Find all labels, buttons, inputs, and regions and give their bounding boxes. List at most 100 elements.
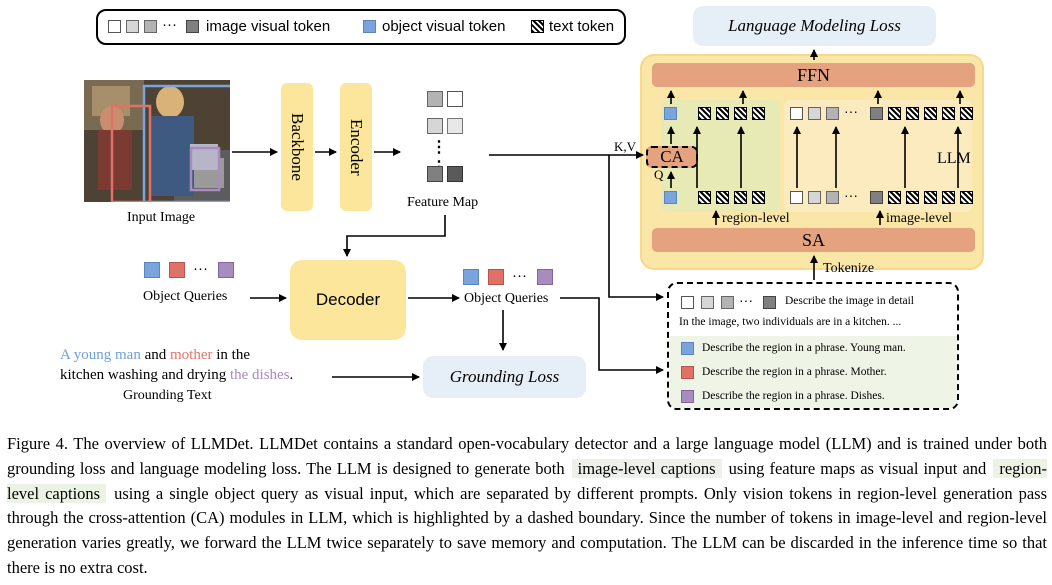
image-token bbox=[870, 107, 883, 120]
text-token bbox=[734, 191, 747, 204]
light-gray-token-swatch bbox=[126, 20, 139, 33]
input-image-label: Input Image bbox=[127, 210, 196, 225]
text-token bbox=[752, 107, 765, 120]
image-answer-text: In the image, two individuals are in a k… bbox=[679, 316, 902, 328]
text-token bbox=[906, 191, 919, 204]
decoder-block: Decoder bbox=[290, 260, 406, 340]
arrow-featuremap-to-prompts bbox=[608, 155, 664, 301]
tokenize-label: Tokenize bbox=[823, 261, 875, 276]
region-level-label: region-level bbox=[722, 211, 790, 226]
prompt-ellipsis: ··· bbox=[739, 292, 753, 308]
legend-ellipsis: ··· bbox=[162, 16, 177, 33]
grounding-text-fragment: kitchen washing and drying bbox=[60, 367, 230, 383]
legend: ··· image visual token object visual tok… bbox=[96, 9, 626, 45]
sa-block: SA bbox=[652, 228, 975, 252]
llm-output-token-row: ··· bbox=[664, 103, 974, 123]
query-ellipsis: ··· bbox=[512, 267, 527, 284]
grounding-phrase-mother: mother bbox=[170, 347, 213, 363]
kitchen-photo-illustration bbox=[84, 80, 230, 202]
feature-token bbox=[427, 91, 443, 107]
object-token bbox=[664, 191, 677, 204]
image-token bbox=[808, 191, 821, 204]
image-token bbox=[681, 296, 694, 309]
grounding-text-label: Grounding Text bbox=[123, 388, 212, 403]
grounding-loss-box: Grounding Loss bbox=[423, 356, 586, 398]
text-token bbox=[906, 107, 919, 120]
feature-map-label: Feature Map bbox=[407, 195, 479, 210]
token-ellipsis: ··· bbox=[844, 187, 858, 203]
caption-text: Figure 4. The overview of LLMDet. LLMDet… bbox=[7, 434, 1047, 478]
image-token bbox=[721, 296, 734, 309]
text-token bbox=[698, 191, 711, 204]
image-token bbox=[870, 191, 883, 204]
query-token bbox=[169, 262, 185, 278]
query-token bbox=[537, 269, 553, 285]
region-prompt-1: Describe the region in a phrase. Young m… bbox=[702, 342, 906, 354]
encoder-block: Encoder bbox=[340, 83, 372, 211]
figure-caption: Figure 4. The overview of LLMDet. LLMDet… bbox=[7, 432, 1047, 581]
token-ellipsis: ··· bbox=[844, 103, 858, 119]
feature-token bbox=[447, 166, 463, 182]
caption-highlight-image-level: image-level captions bbox=[571, 458, 722, 478]
feature-token bbox=[447, 118, 463, 134]
grounding-phrase-dishes: the dishes bbox=[229, 367, 290, 383]
arrow-queries-to-prompts bbox=[560, 297, 664, 374]
image-token bbox=[808, 107, 821, 120]
image-token bbox=[790, 191, 803, 204]
white-token-swatch bbox=[108, 20, 121, 33]
region-prompt-2: Describe the region in a phrase. Mother. bbox=[702, 366, 887, 378]
object-token bbox=[681, 366, 694, 379]
text-token bbox=[752, 191, 765, 204]
image-token bbox=[701, 296, 714, 309]
text-token bbox=[888, 107, 901, 120]
image-level-label: image-level bbox=[886, 211, 953, 226]
input-image bbox=[84, 80, 230, 202]
text-token bbox=[960, 191, 973, 204]
legend-text-token: text token bbox=[549, 18, 615, 35]
image-token bbox=[763, 296, 776, 309]
object-token bbox=[681, 342, 694, 355]
q-label: Q bbox=[654, 167, 664, 182]
language-modeling-loss-box: Language Modeling Loss bbox=[693, 6, 936, 46]
text-token bbox=[924, 191, 937, 204]
legend-object-visual-token: object visual token bbox=[382, 18, 506, 35]
caption-text: using a single object query as visual in… bbox=[7, 483, 1048, 577]
backbone-block: Backbone bbox=[281, 83, 313, 211]
object-queries-output: ··· bbox=[463, 267, 563, 287]
object-queries-input-label: Object Queries bbox=[143, 289, 228, 304]
query-token bbox=[463, 269, 479, 285]
object-token-swatch bbox=[363, 20, 376, 33]
kv-label: K,V bbox=[614, 139, 637, 154]
object-queries-output-label: Object Queries bbox=[464, 291, 549, 306]
grounding-text-fragment: . bbox=[289, 367, 294, 383]
image-token bbox=[790, 107, 803, 120]
grounding-text-fragment: in the bbox=[212, 347, 251, 363]
grounding-text: A young man and mother in the kitchen wa… bbox=[60, 345, 293, 385]
prompt-box: ··· Describe the image in detail In the … bbox=[667, 282, 959, 410]
query-token bbox=[144, 262, 160, 278]
text-token bbox=[698, 107, 711, 120]
text-token bbox=[942, 107, 955, 120]
text-token bbox=[942, 191, 955, 204]
legend-image-visual-token: image visual token bbox=[206, 18, 331, 35]
arrows-overlay bbox=[232, 49, 964, 381]
ffn-block: FFN bbox=[652, 63, 975, 87]
grounding-text-fragment: and bbox=[140, 347, 171, 363]
object-token bbox=[681, 390, 694, 403]
gray-token-swatch bbox=[144, 20, 157, 33]
image-token bbox=[826, 107, 839, 120]
feature-token bbox=[447, 91, 463, 107]
region-prompt-3: Describe the region in a phrase. Dishes. bbox=[702, 390, 885, 402]
query-ellipsis: ··· bbox=[193, 260, 208, 277]
query-token bbox=[488, 269, 504, 285]
text-token bbox=[888, 191, 901, 204]
image-token bbox=[826, 191, 839, 204]
text-token bbox=[924, 107, 937, 120]
caption-text: using feature maps as visual input and bbox=[728, 458, 987, 478]
region-prompt-panel bbox=[669, 336, 957, 408]
grounding-phrase-young-man: A young man bbox=[60, 347, 141, 363]
feature-map: ⋮ ⋮ bbox=[426, 90, 468, 185]
dark-gray-token-swatch bbox=[186, 20, 199, 33]
image-prompt-text: Describe the image in detail bbox=[785, 295, 915, 307]
text-token bbox=[734, 107, 747, 120]
